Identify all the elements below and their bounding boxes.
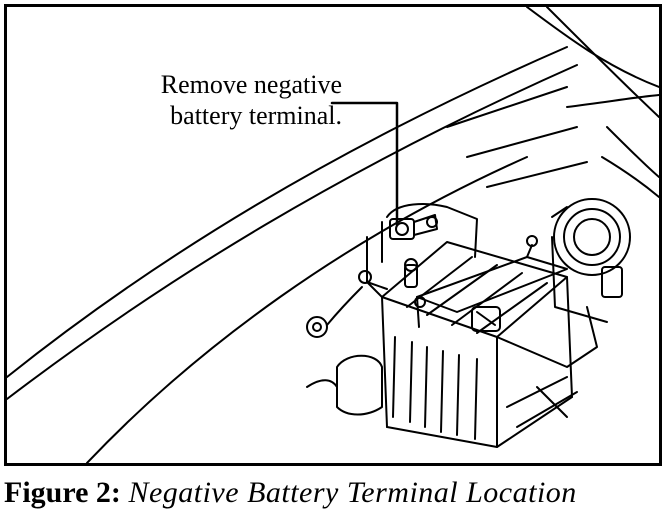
callout-line-2: battery terminal.: [170, 101, 342, 130]
battery-tray: [496, 306, 598, 428]
engine-bay-illustration: [7, 7, 659, 463]
callout-line-1: Remove negative: [160, 70, 342, 99]
figure-frame: Remove negative battery terminal.: [4, 4, 662, 466]
battery-bracket: [358, 203, 478, 298]
negative-terminal: [389, 214, 438, 240]
callout-text: Remove negative battery terminal.: [112, 69, 342, 131]
callout-leader: [330, 101, 399, 227]
positive-terminal: [404, 258, 501, 332]
figure-title: Negative Battery Terminal Location: [128, 476, 577, 509]
hold-down-bar: [414, 235, 568, 328]
figure-label: Figure 2:: [4, 476, 121, 509]
left-components: [306, 286, 383, 416]
fender-lines: [7, 7, 659, 463]
round-component: [551, 198, 631, 323]
battery: [381, 241, 573, 448]
figure-caption: Figure 2: Negative Battery Terminal Loca…: [4, 476, 577, 510]
